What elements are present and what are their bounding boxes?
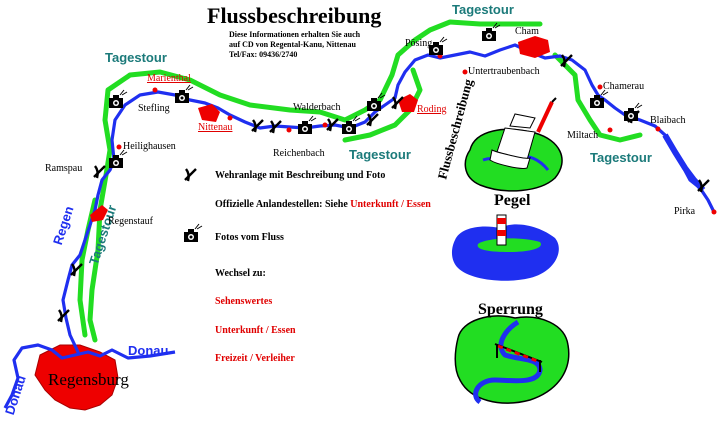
town-nittenau[interactable]: Nittenau (198, 122, 233, 133)
flussbeschreibung-icon[interactable]: Flussbeschreibung (434, 77, 563, 192)
regen-river (61, 43, 716, 354)
link-freizeit-verleiher[interactable]: Freizeit / Verleiher (215, 353, 295, 364)
town-regenstauf[interactable]: Regenstauf (108, 216, 153, 227)
donau-river (3, 343, 176, 409)
tour-route-lower (552, 52, 643, 143)
pegel-icon-text: Pegel (494, 192, 531, 209)
town-chamerau[interactable]: Chamerau (603, 81, 645, 92)
town-regensburg[interactable]: Regensburg (48, 370, 129, 389)
town-heilighausen[interactable]: Heilighausen (123, 141, 176, 152)
regen-river-lake (662, 133, 706, 193)
info-line: Tel/Fax: 09436/2740 (229, 50, 298, 59)
town-dots (116, 53, 717, 215)
legend-camera-icon (183, 223, 203, 243)
town-marienthal[interactable]: Marienthal (147, 73, 191, 84)
sperrung-icon-text: Sperrung (478, 301, 543, 318)
town-blaibach[interactable]: Blaibach (650, 115, 686, 126)
legend-wechsel: Wechsel zu: (215, 268, 266, 279)
city-nittenau-shape (198, 104, 220, 122)
city-regensburg-shape (34, 344, 119, 411)
town-untertraubenbach[interactable]: Untertraubenbach (468, 66, 540, 77)
tour-route-upper (87, 19, 543, 343)
town-miltach[interactable]: Miltach (567, 130, 599, 141)
tour-label-4: Tagestour (590, 150, 652, 165)
tour-label-2: Tagestour (452, 2, 514, 17)
tour-label-1: Tagestour (105, 50, 167, 65)
legend-fotos: Fotos vom Fluss (215, 232, 284, 243)
camera-marker-4[interactable] (297, 115, 317, 135)
sperrung-icon[interactable]: Sperrung (454, 301, 570, 405)
legend-anlande: Offizielle Anlandestellen: Siehe Unterku… (215, 199, 431, 210)
town-ramspau[interactable]: Ramspau (45, 163, 83, 174)
info-block: Diese Informationen erhalten Sie auch au… (229, 30, 360, 60)
link-unterkunft-essen[interactable]: Unterkunft / Essen (215, 325, 296, 336)
legend-wehr: Wehranlage mit Beschreibung und Foto (215, 170, 386, 181)
legend-anlande-prefix: Offizielle Anlandestellen: Siehe (215, 199, 348, 210)
river-label-donau-right: Donau (128, 343, 169, 358)
tour-label-3: Tagestour (349, 147, 411, 162)
legend-anlande-link[interactable]: Unterkunft / Essen (350, 199, 431, 210)
city-cham-shape (518, 36, 550, 58)
town-walderbach[interactable]: Walderbach (293, 102, 341, 113)
page-title: Flussbeschreibung (207, 3, 382, 28)
town-posing[interactable]: Pösing (405, 38, 433, 49)
info-line: Diese Informationen erhalten Sie auch (229, 30, 361, 39)
tour-route-upper-2 (342, 67, 423, 143)
town-reichenbach[interactable]: Reichenbach (273, 148, 325, 159)
pegel-icon[interactable]: Pegel (451, 192, 559, 281)
link-sehenswertes[interactable]: Sehenswertes (215, 296, 273, 307)
info-line: auf CD von Regental-Kanu, Nittenau (229, 40, 356, 49)
city-regenstauf-shape (90, 205, 108, 222)
town-cham[interactable]: Cham (515, 26, 539, 37)
town-pirka[interactable]: Pirka (674, 206, 696, 217)
legend-weir-icon (183, 167, 198, 183)
town-stefling[interactable]: Stefling (138, 103, 170, 114)
town-roding[interactable]: Roding (417, 104, 447, 115)
